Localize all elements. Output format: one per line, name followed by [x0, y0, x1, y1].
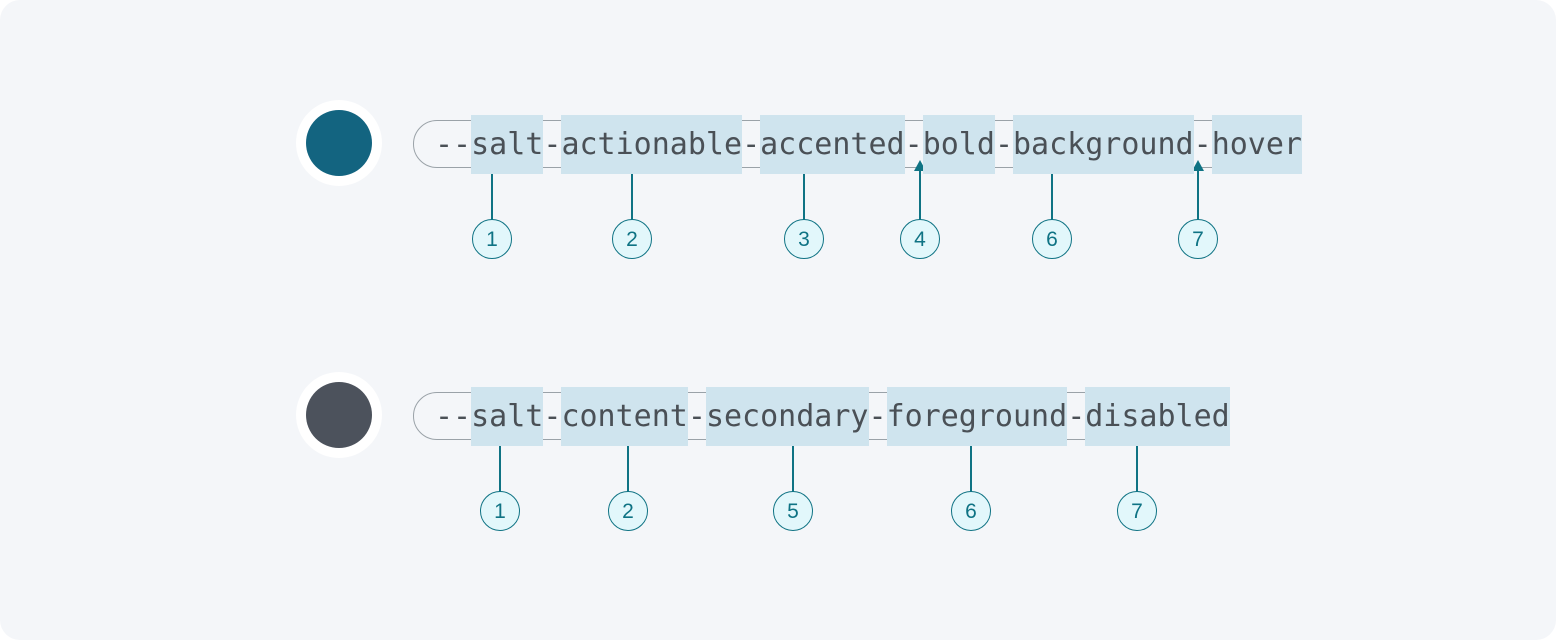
- step-number-badge: 2: [612, 219, 652, 259]
- step-number-badge: 6: [951, 491, 991, 531]
- arrow-up-icon: [622, 432, 634, 494]
- step-number-badge: 3: [784, 219, 824, 259]
- step-number-badge: 7: [1117, 491, 1157, 531]
- step-number-badge: 2: [608, 491, 648, 531]
- token-row: --salt-actionable-accented-bold-backgrou…: [0, 52, 1556, 272]
- arrow-up-icon: [965, 432, 977, 494]
- color-swatch-ring: [296, 100, 382, 186]
- arrow-up-icon: [798, 160, 810, 222]
- token-row: --salt-content-secondary-foreground-disa…: [0, 324, 1556, 544]
- step-number-badge: 6: [1032, 219, 1072, 259]
- arrow-up-icon: [914, 160, 926, 222]
- token-pill-outline: [413, 392, 1200, 440]
- content-secondary-foreground-disabled-swatch: [306, 382, 372, 448]
- step-number-badge: 5: [773, 491, 813, 531]
- step-number-badge: 7: [1178, 219, 1218, 259]
- step-number-badge: 1: [480, 491, 520, 531]
- step-number-badge: 1: [472, 219, 512, 259]
- arrow-up-icon: [1046, 160, 1058, 222]
- arrow-up-icon: [1192, 160, 1204, 222]
- arrow-up-icon: [626, 160, 638, 222]
- accented-bold-background-hover-swatch: [306, 110, 372, 176]
- arrow-up-icon: [1131, 432, 1143, 494]
- arrow-up-icon: [486, 160, 498, 222]
- color-swatch-ring: [296, 372, 382, 458]
- arrow-up-icon: [494, 432, 506, 494]
- token-pill-outline: [413, 120, 1266, 168]
- step-number-badge: 4: [900, 219, 940, 259]
- arrow-up-icon: [787, 432, 799, 494]
